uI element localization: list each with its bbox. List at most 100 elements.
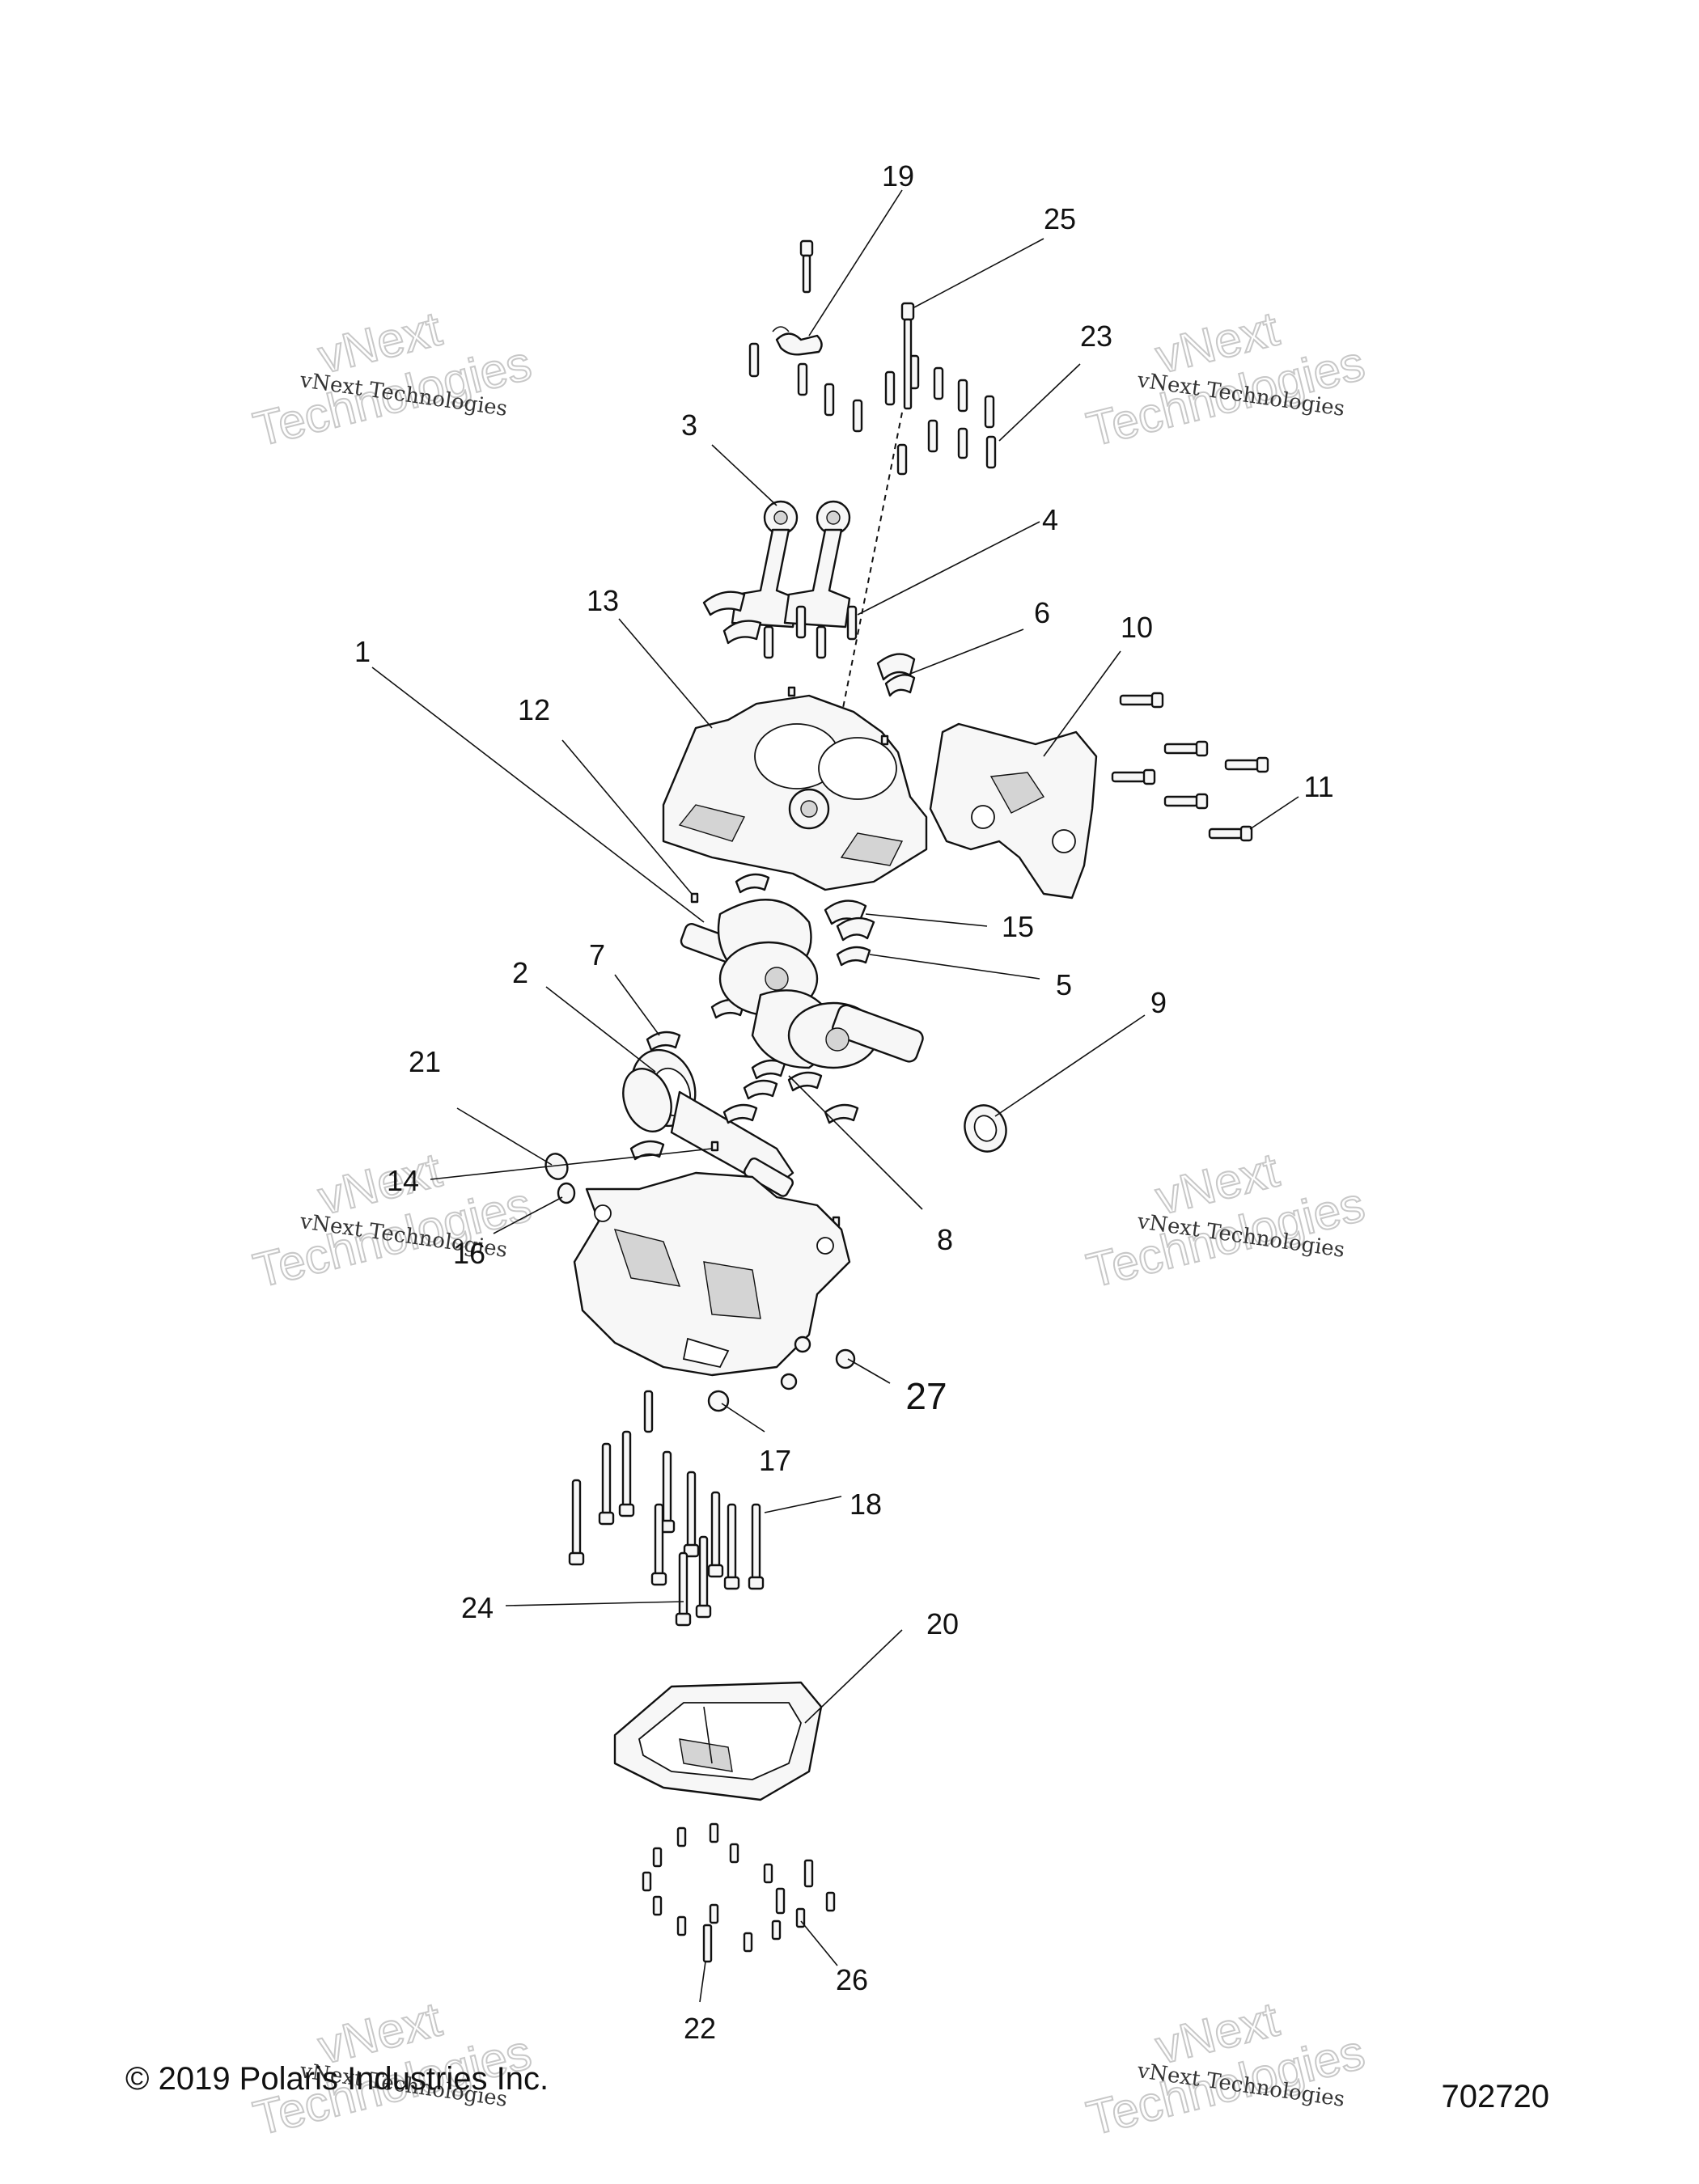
- lower-crankcase: [573, 1171, 851, 1377]
- bolt: [598, 1442, 615, 1526]
- bolt: [748, 1503, 765, 1590]
- bolt: [985, 435, 997, 469]
- bolt: [884, 370, 896, 406]
- leader-4: [857, 521, 1040, 616]
- leader-9: [994, 1014, 1146, 1117]
- callout-15: 15: [1002, 910, 1034, 943]
- callout-5: 5: [1056, 968, 1072, 1001]
- callout-14: 14: [387, 1164, 419, 1197]
- bolt: [933, 366, 944, 400]
- bolt: [683, 1471, 700, 1558]
- crank-main-bearings: [710, 873, 875, 1124]
- wire-clip: [772, 326, 823, 356]
- bolt: [1119, 692, 1164, 709]
- callout-13: 13: [587, 584, 619, 617]
- leader-16: [493, 1196, 563, 1234]
- dowel-pin: [710, 1141, 719, 1152]
- balance-shaft-bearings: [629, 1031, 778, 1161]
- leader-18: [764, 1496, 842, 1513]
- plug: [557, 1182, 576, 1204]
- callout-16: 16: [453, 1237, 485, 1270]
- jet-plugs: [707, 1335, 856, 1412]
- leader-12: [561, 739, 693, 895]
- leader-22: [699, 1961, 706, 2003]
- leader-8: [788, 1075, 923, 1210]
- leader-14: [430, 1148, 713, 1180]
- main-bearing-shell-upper: [876, 653, 916, 697]
- leader-11: [1249, 796, 1299, 830]
- long-bolt: [900, 302, 915, 410]
- callout-11: 11: [1303, 770, 1333, 803]
- copyright-text: © 2019 Polaris Industries Inc.: [125, 2061, 549, 2097]
- bolt: [927, 419, 938, 453]
- bolt: [957, 427, 968, 459]
- crankshaft: [680, 899, 924, 1069]
- upper-crankcase: [662, 694, 928, 891]
- leader-25: [913, 238, 1044, 308]
- watermark-top-left: Technologies vNext vNext Technologies: [248, 300, 537, 457]
- leader-23: [998, 363, 1081, 442]
- plug: [544, 1153, 569, 1180]
- bolt: [1163, 793, 1209, 810]
- leader-17: [721, 1403, 765, 1433]
- bolt: [659, 1450, 676, 1534]
- callout-7: 7: [589, 938, 605, 971]
- bolt: [1163, 740, 1209, 757]
- bolt: [568, 1479, 585, 1566]
- bolt: [643, 1390, 654, 1433]
- callout-1: 1: [354, 635, 371, 668]
- upper-bolt-set: [748, 342, 997, 476]
- leader-27: [847, 1358, 891, 1384]
- bearing-cap-bracket: [929, 722, 1098, 899]
- leader-2: [545, 986, 656, 1073]
- rod-bearing-shells: [702, 590, 762, 645]
- leader-20: [804, 1629, 903, 1724]
- callout-27: 27: [905, 1375, 947, 1417]
- dowel-pin: [880, 734, 889, 746]
- bolt: [650, 1503, 667, 1586]
- callout-23: 23: [1080, 320, 1112, 353]
- callout-3: 3: [681, 408, 697, 442]
- callout-4: 4: [1042, 503, 1058, 536]
- connecting-rod-right: [783, 500, 851, 629]
- callout-12: 12: [518, 693, 550, 726]
- leader-6: [905, 629, 1024, 676]
- callout-17: 17: [759, 1444, 791, 1477]
- callout-24: 24: [461, 1591, 494, 1624]
- bolt: [984, 395, 995, 429]
- bolt: [1111, 768, 1156, 785]
- oil-pan: [613, 1681, 823, 1801]
- bolt: [748, 342, 760, 378]
- bolt: [852, 399, 863, 433]
- leader-3: [711, 444, 777, 506]
- bolt: [896, 443, 908, 476]
- bolt: [1224, 756, 1269, 773]
- cap-bolts: [1111, 692, 1269, 842]
- leader-lines: [371, 189, 1299, 2003]
- leader-19: [808, 189, 903, 336]
- connecting-rod-left: [731, 500, 799, 629]
- bolt: [675, 1551, 692, 1627]
- bolt: [723, 1503, 740, 1590]
- watermark-bottom-right: Technologies vNext vNext Technologies: [1081, 1991, 1371, 2146]
- bolt: [707, 1491, 724, 1578]
- bolt: [618, 1430, 635, 1517]
- callout-26: 26: [836, 1963, 868, 1996]
- watermark-mid-right: Technologies vNext vNext Technologies: [1081, 1141, 1371, 1298]
- sensor-bolt: [799, 239, 814, 294]
- bolt: [824, 383, 835, 417]
- watermark-top-right: Technologies vNext vNext Technologies: [1081, 300, 1371, 457]
- callout-6: 6: [1034, 596, 1050, 629]
- bolt: [797, 362, 808, 396]
- dowel-pin: [787, 686, 796, 697]
- callout-22: 22: [684, 2012, 716, 2045]
- leader-7: [614, 974, 660, 1036]
- rod-bolts: [763, 605, 858, 659]
- crankcase-bolts: [568, 1390, 765, 1627]
- callout-19: 19: [882, 159, 914, 193]
- callout-9: 9: [1150, 986, 1167, 1019]
- assembly-axis-line: [820, 412, 903, 818]
- callout-25: 25: [1044, 202, 1076, 235]
- oil-pan-bolts: [642, 1822, 836, 1963]
